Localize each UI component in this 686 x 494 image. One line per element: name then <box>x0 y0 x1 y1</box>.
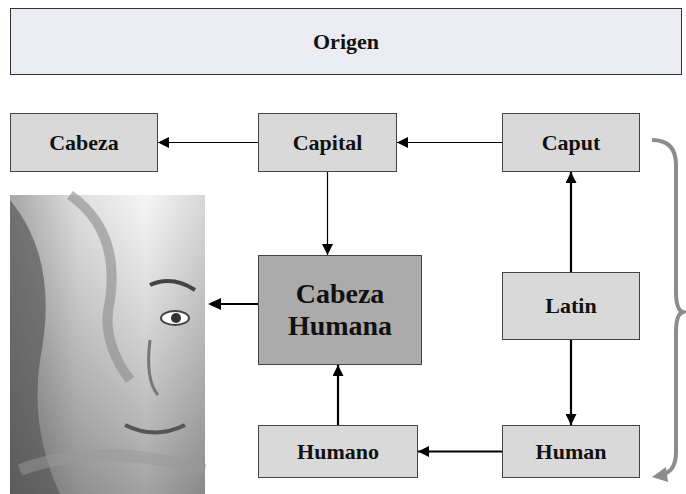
derivation-arrow <box>337 365 339 425</box>
derivation-arrow <box>158 142 258 143</box>
word-box: Latin <box>502 272 640 340</box>
title-band: Origen <box>10 8 682 75</box>
node-label: Caput <box>542 130 601 155</box>
title-text: Origen <box>313 29 379 55</box>
derivation-arrow <box>570 340 572 425</box>
derivation-arrow <box>327 172 328 255</box>
derivation-arrow <box>418 450 502 452</box>
word-box: Humano <box>258 425 418 478</box>
derivation-arrow <box>397 142 502 143</box>
word-box: Capital <box>258 113 397 172</box>
word-box: Cabeza <box>10 113 158 172</box>
derivation-arrow <box>570 172 572 272</box>
result-box: Cabeza Humana <box>258 255 422 365</box>
node-label: Human <box>536 439 607 464</box>
node-label: Cabeza Humana <box>267 278 413 342</box>
face-picture <box>10 195 205 494</box>
word-box: Caput <box>502 113 640 172</box>
node-label: Cabeza <box>49 130 119 155</box>
node-label: Humano <box>297 439 379 464</box>
bracket <box>652 140 683 482</box>
picture-arrow <box>208 298 258 310</box>
word-box: Human <box>502 425 640 478</box>
node-label: Capital <box>293 130 363 155</box>
node-label: Latin <box>545 293 596 318</box>
